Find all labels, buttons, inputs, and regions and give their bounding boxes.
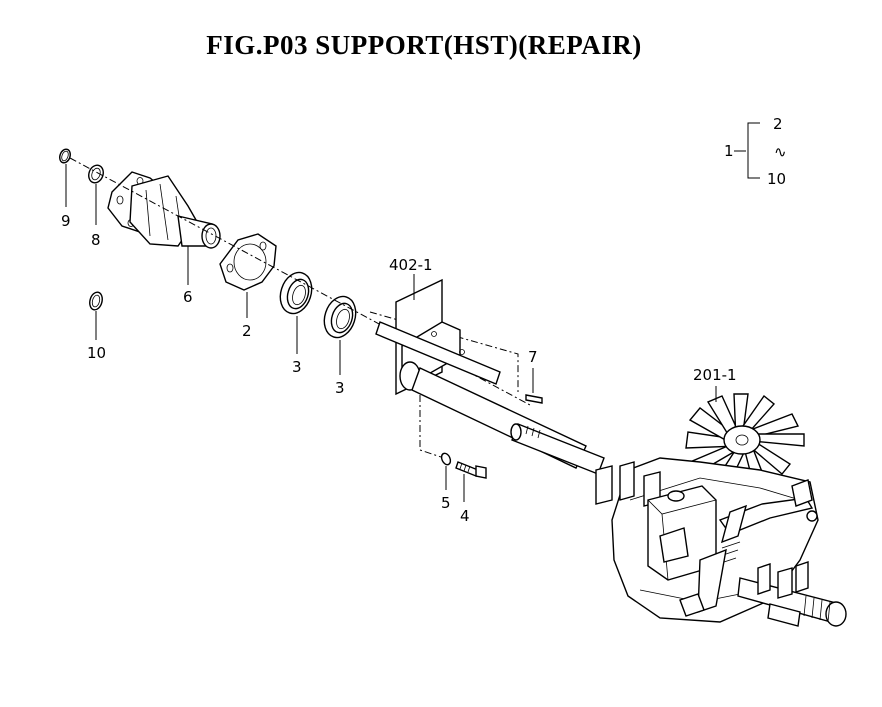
part-3-oil-seal-b[interactable]: [319, 292, 361, 341]
figure-title: FIG.P03 SUPPORT(HST)(REPAIR): [206, 30, 642, 60]
callout-7[interactable]: 7: [528, 348, 538, 366]
kit-parent-number: 1: [724, 142, 734, 160]
kit-bracket: [747, 122, 760, 179]
part-4-bolt[interactable]: [455, 461, 487, 479]
part-5-spring-washer[interactable]: [440, 452, 452, 466]
callout-2[interactable]: 2: [242, 322, 252, 340]
callout-5[interactable]: 5: [441, 494, 451, 512]
cooling-fan: [685, 393, 805, 487]
callout-9[interactable]: 9: [61, 212, 71, 230]
kit-range-mark: ∿: [774, 143, 787, 161]
callout-8[interactable]: 8: [91, 231, 101, 249]
callout-4[interactable]: 4: [460, 507, 470, 525]
part-9-snap-ring[interactable]: [58, 148, 72, 165]
callout-3a[interactable]: 3: [292, 358, 302, 376]
callout-3b[interactable]: 3: [335, 379, 345, 397]
callout-10[interactable]: 10: [87, 344, 106, 362]
part-3-oil-seal-a[interactable]: [275, 268, 317, 317]
bolt-guide-line: [419, 395, 445, 459]
part-6-support-housing[interactable]: [107, 171, 221, 249]
kit-bracket-legend: 1 2 ∿ 10: [724, 115, 787, 188]
part-7-key[interactable]: [525, 394, 543, 404]
callout-6[interactable]: 6: [183, 288, 193, 306]
kit-first-number: 2: [773, 115, 783, 133]
part-8-washer[interactable]: [86, 163, 105, 185]
part-2-gasket[interactable]: [219, 233, 277, 291]
callout-201-1[interactable]: 201-1: [693, 366, 737, 384]
callout-402-1[interactable]: 402-1: [389, 256, 433, 274]
kit-last-number: 10: [767, 170, 786, 188]
part-201-1-hst-unit[interactable]: [510, 393, 847, 627]
part-10-o-ring[interactable]: [88, 291, 104, 311]
